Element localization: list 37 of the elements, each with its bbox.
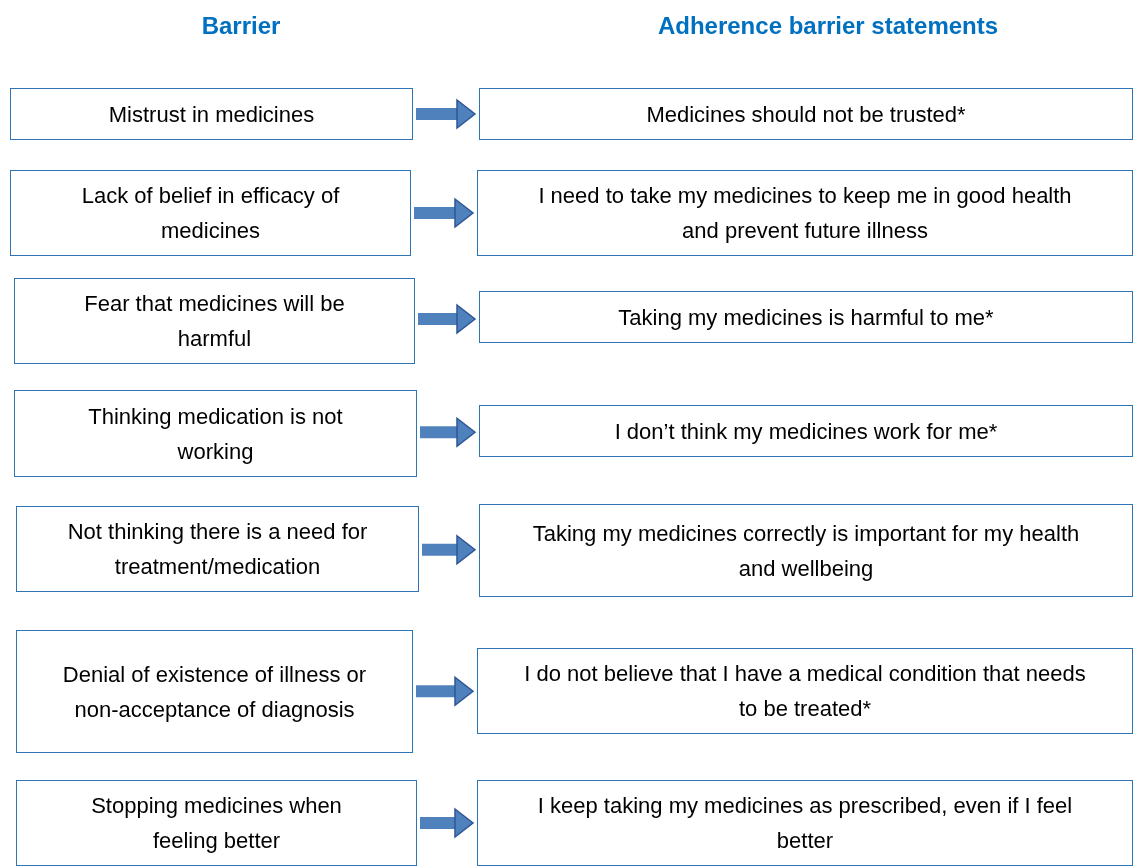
box-text: Medicines should not be trusted* (646, 100, 966, 129)
box-text: Mistrust in medicines (108, 100, 315, 129)
text-box (479, 405, 1133, 457)
box-text: Taking my medicines correctly is important for my health and wellbeing (531, 519, 1081, 583)
box-text: I don’t think my medicines work for me* (614, 417, 998, 446)
text-box (16, 506, 419, 592)
text-box (14, 278, 415, 364)
text-box (479, 291, 1133, 343)
text-box (477, 170, 1133, 256)
box-text: Thinking medication is not working (87, 402, 344, 466)
text-box (10, 88, 413, 140)
text-box (479, 504, 1133, 597)
column-heading: Barrier (201, 12, 281, 40)
box-text: Fear that medicines will be harmful (83, 290, 346, 353)
arrow (416, 99, 476, 129)
arrow (418, 304, 476, 334)
text-box (477, 780, 1133, 866)
arrow (420, 417, 476, 447)
arrow (414, 198, 474, 228)
text-box (16, 630, 413, 753)
arrow (420, 808, 474, 838)
arrow (422, 535, 476, 565)
text-box (10, 170, 411, 256)
text-box (479, 88, 1133, 140)
box-text: Stopping medicines when feeling better (90, 792, 343, 855)
text-box (477, 648, 1133, 734)
box-text: Taking my medicines is harmful to me* (618, 303, 994, 332)
box-text: Not thinking there is a need for treatment/medication (66, 518, 369, 581)
text-box (16, 780, 417, 866)
box-text: I do not believe that I have a medical condition that needs to be treated* (523, 660, 1087, 723)
box-text: I keep taking my medicines as prescribed, even if I feel better (536, 792, 1074, 855)
box-text: Lack of belief in efficacy of medicines (80, 182, 341, 245)
box-text: I need to take my medicines to keep me in good health and prevent future illness (537, 182, 1073, 245)
box-text: Denial of existence of illness or non-acceptance of diagnosis (61, 660, 368, 724)
text-box (14, 390, 417, 477)
arrow (416, 676, 474, 706)
column-heading: Adherence barrier statements (657, 12, 999, 40)
